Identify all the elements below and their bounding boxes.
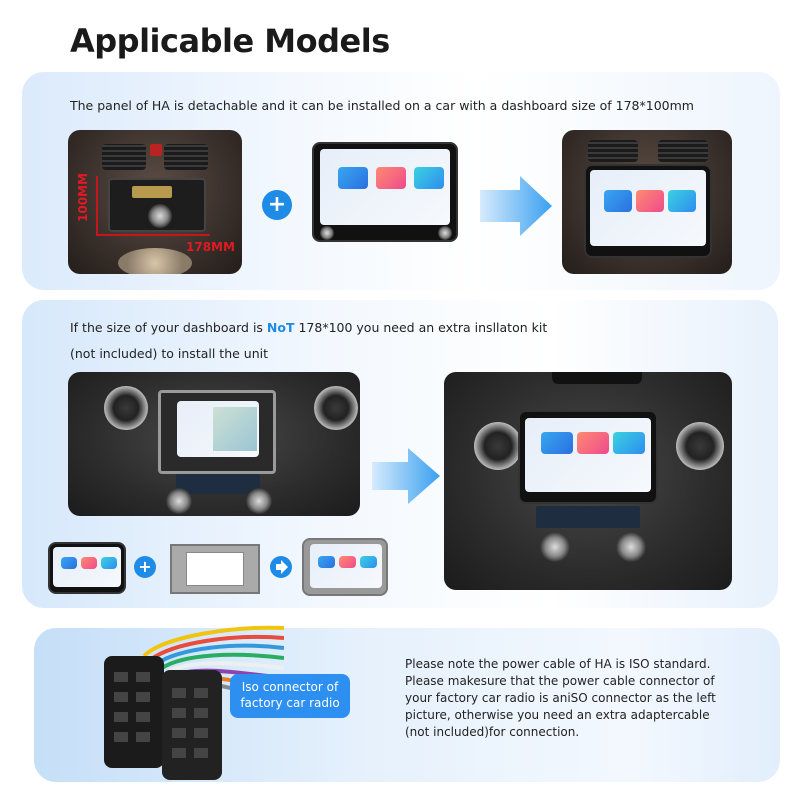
head-unit-screen [590, 170, 706, 246]
radio-display [132, 186, 172, 198]
round-vent [474, 422, 522, 470]
head-unit-screen [525, 418, 651, 492]
installed-dashboard-photo [562, 130, 732, 274]
factory-screen [177, 401, 259, 457]
climate-knob [246, 488, 272, 514]
app-tile-icon [81, 557, 97, 569]
app-tile-icon [318, 556, 335, 568]
original-dashboard-photo: 100MM 178MM [68, 130, 242, 274]
dash-top-vent [552, 372, 642, 384]
head-unit-small [48, 542, 126, 594]
truck-installed-dashboard-photo [444, 372, 732, 590]
app-tile-icon [61, 557, 77, 569]
note-line: Please makesure that the power cable con… [405, 674, 715, 688]
install-kit-text-part: If the size of your dashboard is [70, 320, 267, 335]
iso-connector-block [162, 670, 222, 780]
width-dimension-label: 178MM [186, 240, 235, 254]
air-vent [102, 144, 146, 170]
round-vent [104, 386, 148, 430]
iso-connector-block [104, 656, 164, 768]
climate-knob [616, 532, 646, 562]
callout-line: factory car radio [240, 696, 340, 710]
app-tile-icon [414, 167, 444, 189]
app-tile-icon [541, 432, 573, 454]
climate-knob [540, 532, 570, 562]
note-line: picture, otherwise you need an extra ada… [405, 708, 710, 722]
climate-knob [118, 248, 192, 274]
iso-note-text: Please note the power cable of HA is ISO… [405, 656, 765, 741]
install-kit-text-part: 178*100 you need an extra insllaton kit [294, 320, 548, 335]
width-dimension-line [98, 234, 210, 236]
standard-fit-text: The panel of HA is detachable and it can… [70, 98, 694, 113]
app-tile-icon [613, 432, 645, 454]
arrow-right-icon [372, 448, 440, 504]
climate-display [176, 474, 260, 494]
head-unit-screen [320, 149, 450, 225]
install-kit-text-line1: If the size of your dashboard is NoT 178… [70, 320, 547, 335]
factory-radio [108, 178, 206, 232]
head-unit-with-frame [302, 538, 388, 596]
air-vent [588, 140, 638, 162]
install-kit-text-line2: (not included) to install the unit [70, 346, 269, 361]
app-tile-icon [101, 557, 117, 569]
hazard-button [150, 144, 162, 156]
plus-icon: + [134, 556, 156, 578]
radio-knob [148, 204, 172, 228]
installed-head-unit [584, 164, 712, 258]
plus-icon: + [262, 190, 292, 220]
air-vent [164, 144, 208, 170]
height-dimension-label: 100MM [76, 173, 90, 222]
app-tile-icon [376, 167, 406, 189]
note-line: (not included)for connection. [405, 725, 580, 739]
app-tile-icon [338, 167, 368, 189]
head-unit-screen [53, 547, 121, 587]
head-unit-screen [310, 544, 382, 588]
head-unit-product [312, 142, 458, 242]
truck-original-dashboard-photo [68, 372, 360, 516]
iso-connector-image [104, 625, 284, 780]
round-vent [314, 386, 358, 430]
app-tile-icon [577, 432, 609, 454]
app-tile-icon [339, 556, 356, 568]
climate-knob [166, 488, 192, 514]
climate-display [536, 506, 640, 528]
arrow-right-icon [480, 176, 552, 236]
frame-opening [186, 552, 244, 586]
note-line: your factory car radio is aniSO connecto… [405, 691, 716, 705]
volume-knob [320, 226, 334, 240]
installation-frame-kit [170, 544, 260, 594]
page-title: Applicable Models [70, 22, 390, 60]
app-tile-icon [636, 190, 664, 212]
callout-line: Iso connector of [241, 680, 339, 694]
iso-connector-callout: Iso connector of factory car radio [230, 674, 350, 718]
app-tile-icon [360, 556, 377, 568]
tune-knob [438, 226, 452, 240]
installed-head-unit [518, 410, 658, 504]
map-view [213, 407, 257, 451]
factory-screen-bezel [158, 390, 276, 474]
height-dimension-line [96, 176, 98, 236]
not-highlight: NoT [266, 320, 295, 335]
app-tile-icon [604, 190, 632, 212]
air-vent [658, 140, 708, 162]
round-vent [676, 422, 724, 470]
arrow-circle-icon [270, 556, 292, 578]
app-tile-icon [668, 190, 696, 212]
note-line: Please note the power cable of HA is ISO… [405, 657, 711, 671]
